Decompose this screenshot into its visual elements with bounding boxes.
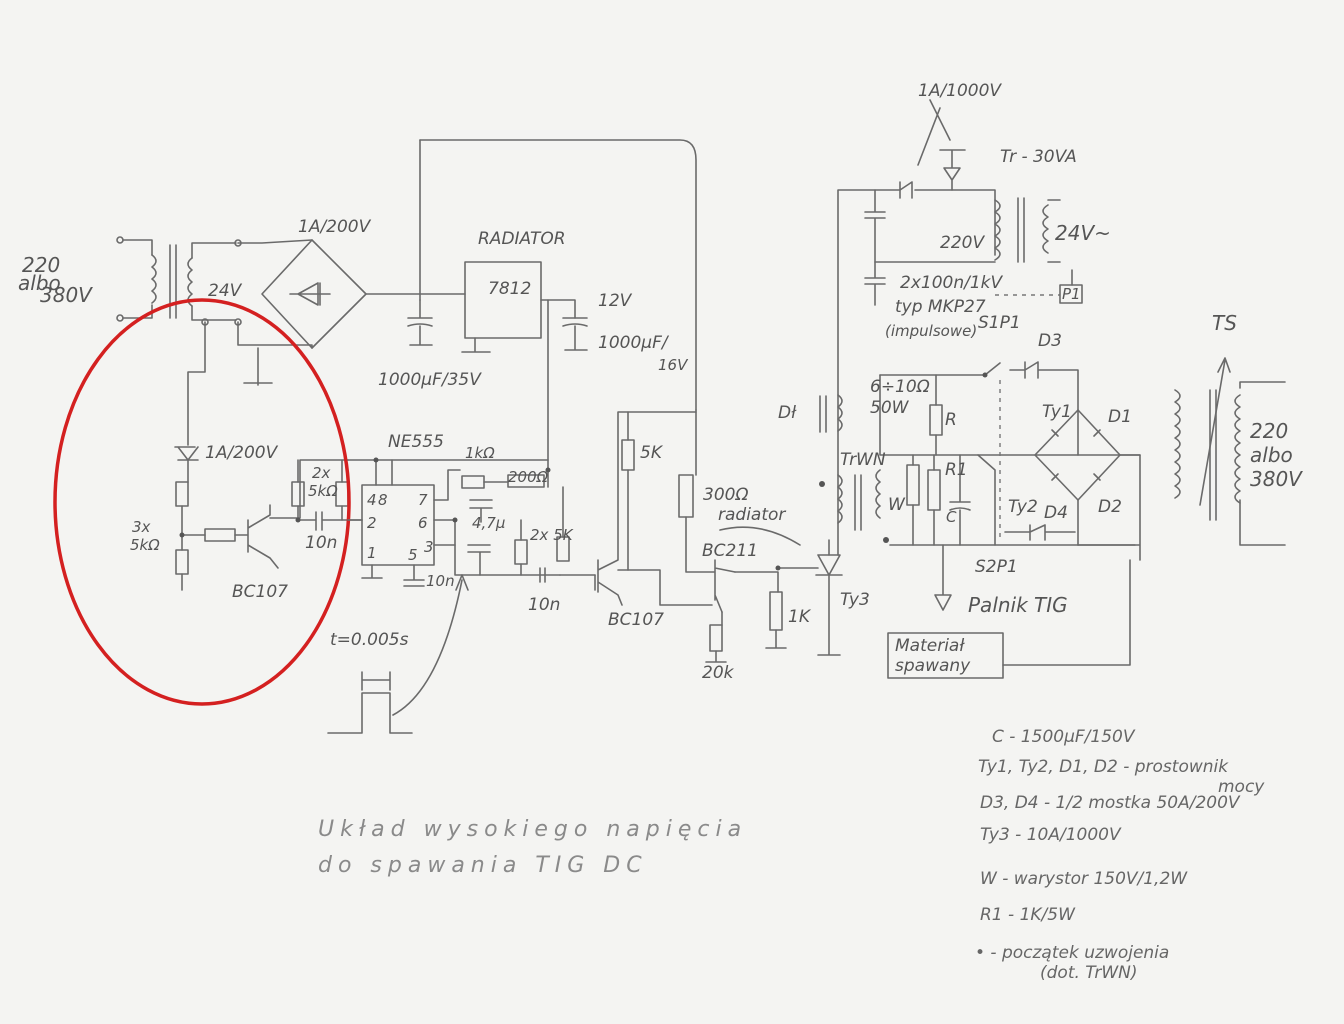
pin-7: 7 [418, 491, 428, 509]
diode-rating: 1A/200V [205, 443, 279, 463]
pin-1: 1 [367, 544, 377, 562]
cap-in-label: 1000µF/35V [378, 370, 482, 390]
tr-30va: Tr - 30VA [1000, 147, 1077, 167]
pin-8: 8 [378, 491, 388, 509]
cap-out-label: 1000µF/ [598, 333, 670, 353]
mains-left-2: albo [18, 271, 61, 295]
palnik-label: Palnik TIG [968, 593, 1068, 617]
bridge-rating: 1A/200V [298, 217, 372, 237]
pulse-time: t=0.005s [330, 630, 409, 650]
label-24v: 24V [208, 281, 243, 301]
pin-3: 3 [424, 538, 434, 556]
mains-right-3: 380V [1250, 467, 1303, 491]
trwn-label: TrWN [840, 450, 886, 470]
s1p1-label: S1P1 [978, 313, 1021, 333]
diode-1a-1000: 1A/1000V [918, 81, 1002, 101]
dl-label: Dł [778, 403, 797, 423]
cap-4u7: 4,7µ [472, 514, 505, 532]
note-trwn: (dot. TrWN) [1040, 963, 1138, 983]
v12-label: 12V [598, 291, 633, 311]
r-1k-label: 1kΩ [465, 444, 495, 462]
mains-right-1: 220 [1250, 419, 1288, 443]
v220-label: 220V [940, 233, 985, 253]
res-2x-5k: 5kΩ [308, 482, 338, 500]
res-3x: 3x [132, 518, 151, 536]
material-1: Materiał [895, 636, 965, 656]
radiator-label: RADIATOR [478, 229, 566, 249]
d1-label: D1 [1108, 407, 1132, 427]
impulsowe-label: (impulsowe) [885, 322, 977, 340]
note-mocy: mocy [1218, 777, 1265, 797]
bc107-right-label: BC107 [608, 610, 664, 630]
pin-5: 5 [408, 546, 418, 564]
ty2-label: Ty2 [1008, 497, 1038, 517]
mains-left-3: 380V [40, 283, 93, 307]
mains-left-1: 220 [22, 253, 60, 277]
ty3-label: Ty3 [840, 590, 870, 610]
ty1-label: Ty1 [1042, 402, 1072, 422]
r-300-label: 300Ω [703, 485, 748, 505]
highlight-circle [53, 298, 351, 706]
ne555-label: NE555 [388, 432, 444, 452]
r1-label: R1 [945, 460, 968, 480]
s2p1-label: S2P1 [975, 557, 1018, 577]
typ-mkp: typ MKP27 [895, 297, 986, 317]
d4-label: D4 [1044, 503, 1068, 523]
pin-4: 4 [367, 491, 377, 509]
r-1k-b-label: 1K [788, 607, 812, 627]
mains-right-2: albo [1250, 443, 1293, 467]
r-200-label: 200Ω [508, 468, 549, 486]
note-c: C - 1500µF/150V [992, 727, 1136, 747]
cap-out-voltage: 16V [658, 356, 689, 374]
d3-label: D3 [1038, 331, 1062, 351]
bc211-label: BC211 [702, 541, 758, 561]
v24-ac-label: 24V~ [1055, 221, 1111, 245]
cap-10n-c: 10n [528, 595, 560, 615]
cap-10n-b: 10n [426, 572, 455, 590]
note-r1: R1 - 1K/5W [980, 905, 1076, 925]
hv-section [815, 99, 1286, 679]
pin-2: 2 [367, 514, 377, 532]
ne555-timer [347, 457, 596, 587]
cap-10n-a: 10n [305, 533, 337, 553]
bridge-rectifier [237, 239, 466, 386]
caps-2x100n: 2x100n/1kV [900, 273, 1003, 293]
material-2: spawany [895, 656, 971, 676]
r-20k-label: 20k [702, 663, 735, 683]
driver-stage [594, 409, 819, 663]
regulator-7812 [407, 139, 697, 471]
r-label: R [945, 410, 957, 430]
ts-label: TS [1212, 311, 1237, 335]
res-2x5k-b: 2x 5K [530, 526, 574, 544]
res-5k: 5kΩ [130, 536, 160, 554]
title-line-1: Układ wysokiego napięcia [318, 817, 747, 842]
title-line-2: do spawania TIG DC [318, 853, 648, 878]
note-ty3: Ty3 - 10A/1000V [980, 825, 1122, 845]
w-label: W [888, 495, 906, 515]
r-5k-label: 5K [640, 443, 664, 463]
r-6-10-label: 6÷10Ω [870, 377, 930, 397]
note-ty1: Ty1, Ty2, D1, D2 - prostownik [978, 757, 1229, 777]
r-50w-label: 50W [870, 398, 910, 418]
d2-label: D2 [1098, 497, 1122, 517]
note-dot: • - początek uzwojenia [975, 943, 1169, 963]
pulse-waveform [327, 574, 469, 734]
bc107-left-label: BC107 [232, 582, 288, 602]
pin-6: 6 [418, 514, 428, 532]
res-2x: 2x [312, 464, 331, 482]
p1-label: P1 [1062, 285, 1081, 303]
note-d3d4: D3, D4 - 1/2 mostka 50A/200V [980, 793, 1241, 813]
regulator-label: 7812 [488, 279, 531, 299]
note-w: W - warystor 150V/1,2W [980, 869, 1188, 889]
radiator-small: radiator [718, 505, 786, 525]
c-label: C [946, 508, 957, 526]
